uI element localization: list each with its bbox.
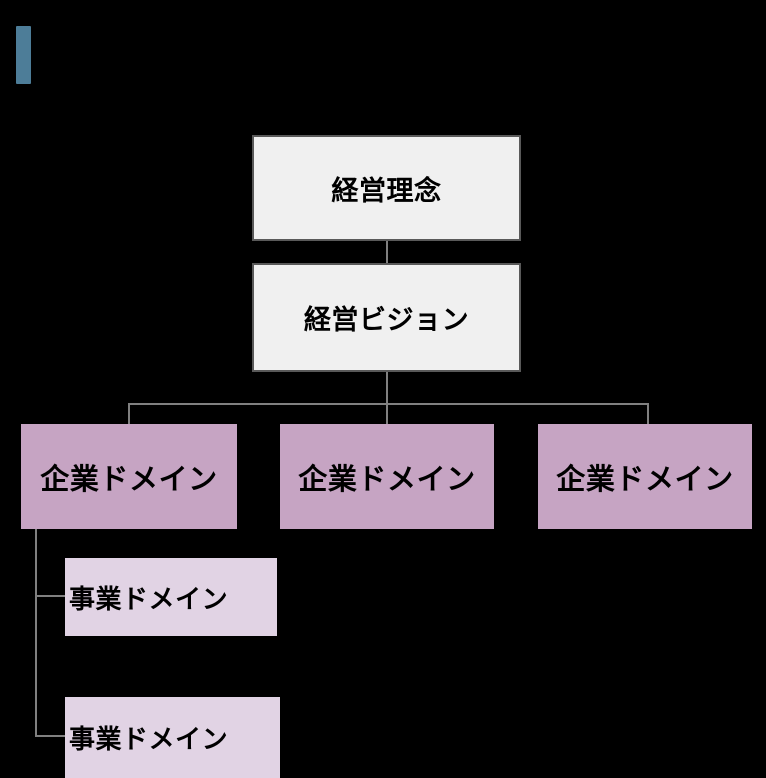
connector-corporate-1-down-spine xyxy=(35,529,37,737)
node-vision[interactable]: 経営ビジョン xyxy=(252,263,521,372)
connector-vision-down-stem xyxy=(386,371,388,405)
node-label: 経営理念 xyxy=(331,175,442,207)
node-label: 企業ドメイン xyxy=(40,461,218,496)
accent-bar xyxy=(16,26,31,84)
node-label: 経営ビジョン xyxy=(303,305,470,336)
connector-philosophy-to-vision xyxy=(386,240,388,264)
connector-corporate-bus-bar xyxy=(128,403,649,405)
node-philosophy[interactable]: 経営理念 xyxy=(252,135,521,241)
connector-drop-to-corporate-2 xyxy=(386,403,388,425)
node-label: 事業ドメイン xyxy=(69,725,229,755)
connector-branch-to-business-2 xyxy=(35,735,66,737)
node-business-domain-2[interactable]: 事業ドメイン xyxy=(65,697,280,778)
node-corporate-domain-1[interactable]: 企業ドメイン xyxy=(21,424,237,529)
node-corporate-domain-2[interactable]: 企業ドメイン xyxy=(280,424,494,529)
connector-branch-to-business-1 xyxy=(35,595,66,597)
node-label: 企業ドメイン xyxy=(298,461,476,496)
node-corporate-domain-3[interactable]: 企業ドメイン xyxy=(538,424,752,529)
connector-drop-to-corporate-1 xyxy=(128,403,130,425)
node-business-domain-1[interactable]: 事業ドメイン xyxy=(65,558,277,636)
connector-drop-to-corporate-3 xyxy=(647,403,649,425)
node-label: 企業ドメイン xyxy=(556,461,734,496)
node-label: 事業ドメイン xyxy=(69,584,229,615)
